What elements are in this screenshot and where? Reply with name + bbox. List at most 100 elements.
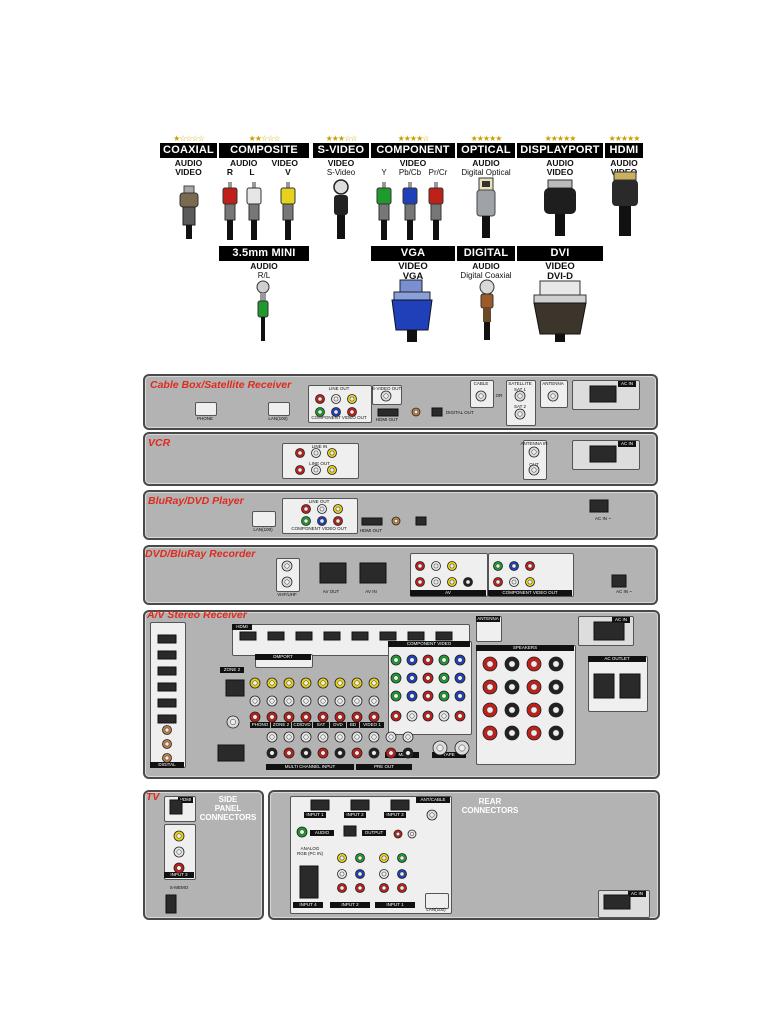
rating-stars: ★★★★★ (608, 134, 641, 143)
rca-jack-icon (509, 577, 519, 587)
rca-jack-icon (514, 408, 526, 420)
tv-ac-in-label: AC IN (628, 891, 646, 897)
rca-jack-icon (528, 446, 540, 458)
tv-input2-label: INPUT 2 (344, 812, 366, 818)
rca-jack-icon (249, 677, 261, 689)
rca-jack-icon (283, 677, 295, 689)
component-plug-pb: Pb/Cb (398, 168, 422, 177)
rcv-multi-channel-label: MULTI CHANNEL INPUT (266, 764, 354, 770)
composite-plug-v: V (285, 167, 291, 177)
rca-jack-icon (300, 677, 312, 689)
phone-label: PHONE (196, 416, 213, 421)
rca-jack-icon (390, 710, 402, 722)
rca-jack-icon (525, 577, 535, 587)
hdmi-port-icon (267, 631, 285, 641)
rca-jack-icon (334, 677, 346, 689)
rca-jack-icon (454, 654, 466, 666)
rca-jack-icon (300, 695, 312, 707)
tv-ant-cable-label: ANT/CABLE (416, 797, 450, 803)
rca-jack-icon (266, 747, 278, 759)
rca-jack-icon (528, 464, 540, 476)
rca-jack-icon (385, 731, 397, 743)
rca-jack-icon (226, 715, 240, 729)
rca-jack-icon (426, 809, 438, 821)
tv-side-memo-label: S-MEMO (169, 885, 189, 890)
lan-port-icon (225, 679, 245, 697)
rca-jack-icon (548, 702, 564, 718)
rca-jack-icon (351, 747, 363, 759)
rca-jack-icon (266, 731, 278, 743)
rca-jack-icon (333, 516, 343, 526)
rca-jack-icon (300, 731, 312, 743)
displayport-header: DISPLAYPORT (517, 143, 603, 158)
rcv-ac-outlet-label: AC OUTLET (588, 656, 646, 662)
component-plug-icons (376, 182, 444, 240)
rcv-row-label: DVD (330, 722, 346, 728)
rca-jack-icon (368, 695, 380, 707)
rca-jack-icon (380, 390, 392, 402)
phone-jack (195, 402, 217, 416)
lan-jack (268, 402, 290, 416)
displayport-plug-icon (544, 179, 576, 236)
coaxial-plug-icon (179, 185, 199, 239)
tv-title: TV (146, 791, 160, 803)
rca-jack-icon (406, 710, 418, 722)
rec-component-label: COMPONENT VIDEO OUT (488, 590, 572, 596)
cable-box-title: Cable Box/Satellite Receiver (150, 379, 292, 391)
tv-input4-label: INPUT 4 (293, 902, 323, 908)
rating-stars: ★★★☆☆ (325, 134, 358, 143)
rca-jack-icon (331, 394, 341, 404)
rca-jack-icon (447, 561, 457, 571)
rec-component-panel (488, 553, 574, 597)
bd-line-out-label: LINE OUT (308, 499, 330, 504)
tv-side-panel (143, 790, 264, 920)
vcr-line-panel (282, 443, 359, 479)
rca-jack-icon (402, 731, 414, 743)
rca-jack-icon (422, 690, 434, 702)
rating-stars: ★☆☆☆☆ (173, 134, 205, 143)
composite-plug-icons (222, 182, 296, 240)
rca-jack-icon (368, 711, 380, 723)
rca-jack-icon (295, 465, 305, 475)
rca-jack-icon (347, 407, 357, 417)
rca-jack-icon (351, 695, 363, 707)
rca-jack-icon (407, 829, 417, 839)
rca-jack-icon (431, 561, 441, 571)
tv-audio-label: AUDIO (310, 830, 334, 836)
vcr-antenna-in-label: ANTENNA IN (520, 441, 548, 446)
ac-socket-icon (603, 894, 631, 910)
rca-jack-icon (317, 747, 329, 759)
rca-jack-icon (351, 711, 363, 723)
rca-jack-icon (406, 672, 418, 684)
rating-stars: ★★★★★ (470, 134, 503, 143)
rca-jack-icon (266, 711, 278, 723)
hdmi-header: HDMI (605, 143, 643, 158)
rca-jack-icon (438, 672, 450, 684)
rca-jack-icon (397, 853, 407, 863)
rca-jack-icon (402, 747, 414, 759)
mini-sub: R/L (257, 271, 271, 280)
rating-stars: ★★★★☆ (397, 134, 430, 143)
rca-jack-icon (355, 853, 365, 863)
rca-jack-icon (162, 753, 172, 763)
rcv-pre-out-label: PRE OUT (356, 764, 412, 770)
rca-jack-icon (493, 561, 503, 571)
rca-jack-icon (162, 739, 172, 749)
rec-av-block: AV (410, 590, 486, 596)
rca-jack-icon (315, 407, 325, 417)
optical-port-icon (157, 634, 177, 644)
rca-jack-icon (385, 747, 397, 759)
component-out-label: COMPONENT VIDEO OUT (311, 415, 367, 420)
hdmi-port-icon (239, 631, 257, 641)
rca-jack-icon (514, 390, 526, 402)
bd-ac-in-label: AC IN ~ (595, 516, 611, 521)
rca-jack-icon (368, 677, 380, 689)
rca-jack-icon (317, 677, 329, 689)
rca-jack-icon (431, 577, 441, 587)
tv-analog-rgb-label: ANALOG RGB (PC IN) (296, 846, 323, 856)
rca-jack-icon (526, 679, 542, 695)
rca-jack-icon (526, 725, 542, 741)
rcv-row-label: PHONO (250, 722, 270, 728)
bluray-player-panel (143, 490, 658, 540)
